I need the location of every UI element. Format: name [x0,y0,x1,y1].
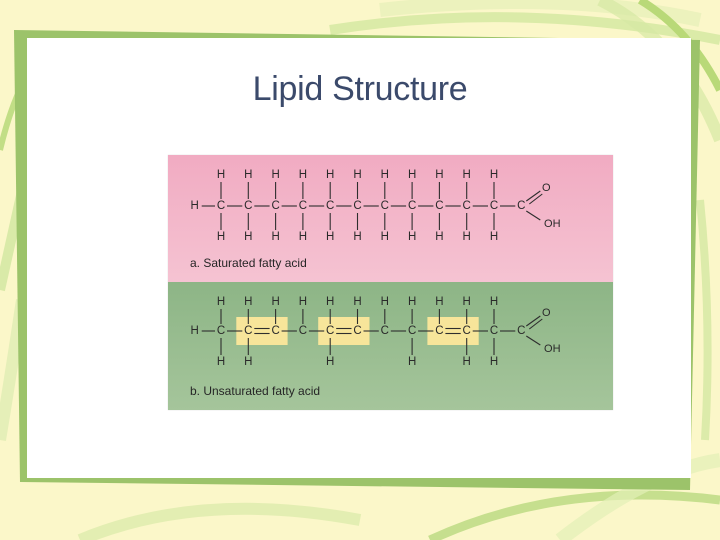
hydrogen-atom: H [353,169,361,181]
carbon-atom: C [353,200,361,212]
carbon-atom: C [408,200,416,212]
carbon-atom: C [271,200,279,212]
hydrogen-atom: H [381,169,389,181]
hydrogen-atom: H [271,169,279,181]
hydrogen-atom: H [490,356,498,368]
hydrogen-atom: H [381,296,389,308]
hydrogen-atom: H [490,296,498,308]
hydrogen-atom: H [271,296,279,308]
carbon-atom: C [326,200,334,212]
carbon-atom: C [299,200,307,212]
hydrogen-atom: H [353,231,361,243]
carbon-atom: C [517,325,525,337]
double-bond [528,193,543,205]
carbon-atom: C [435,325,443,337]
saturated-caption: a. Saturated fatty acid [190,256,307,270]
decor-stroke [696,199,712,441]
unsaturated-caption: b. Unsaturated fatty acid [190,384,320,398]
decor-stroke [428,490,720,540]
double-bond-highlight [318,317,370,345]
hydrogen-atom: H [299,296,307,308]
hydrogen-atom: H [299,169,307,181]
unsaturated-molecule: H C H H C H H C H C H C H H C H C H C H H C H C H H C H H C O OH [191,296,561,368]
carbon-atom: C [463,200,471,212]
hydrogen-atom: H [217,231,225,243]
hydrogen-atom: H [408,356,416,368]
double-bond-highlight [427,317,479,345]
carbon-atom: C [381,200,389,212]
hydrogen-atom: H [463,356,471,368]
double-bond [528,318,543,330]
hydrogen-atom: H [463,231,471,243]
single-bond [526,210,541,221]
hydrogen-atom: H [326,169,334,181]
hydrogen-atom: H [271,231,279,243]
hydrogen-atom: H [353,296,361,308]
hydrogen-atom: H [435,296,443,308]
carbon-atom: C [217,200,225,212]
decor-stroke [77,502,362,540]
hydrogen-atom: H [244,296,252,308]
decor-stroke [637,0,720,92]
carbon-atom: C [490,325,498,337]
hydroxyl-group: OH [544,343,561,355]
hydrogen-atom: H [217,169,225,181]
carbon-atom: C [408,325,416,337]
hydrogen-atom: H [463,296,471,308]
carbon-atom: C [299,325,307,337]
hydrogen-atom: H [217,296,225,308]
hydrogen-atom: H [408,169,416,181]
page-title: Lipid Structure [252,70,468,108]
carbon-atom: C [490,200,498,212]
hydrogen-atom: H [244,231,252,243]
double-bond [525,315,541,327]
carbon-atom: C [244,325,252,337]
carbon-atom: C [353,325,361,337]
hydrogen-atom: H [326,356,334,368]
hydrogen-atom: H [191,325,199,337]
carbon-atom: C [517,200,525,212]
hydrogen-atom: H [326,296,334,308]
carbon-atom: C [244,200,252,212]
decor-stroke [329,12,720,45]
double-bond-highlight [236,317,288,345]
carbon-atom: C [271,325,279,337]
hydrogen-atom: H [435,231,443,243]
hydrogen-atom: H [244,169,252,181]
unsaturated-panel [168,282,613,410]
hydrogen-atom: H [490,231,498,243]
oxygen-atom: O [542,307,551,319]
hydrogen-atom: H [463,169,471,181]
carbon-atom: C [435,200,443,212]
carbon-atom: C [463,325,471,337]
carbon-atom: C [326,325,334,337]
carbon-atom: C [381,325,389,337]
hydroxyl-group: OH [544,218,561,230]
hydrogen-atom: H [326,231,334,243]
double-bond [525,190,541,202]
saturated-molecule: H C H H C H H C H H C H H C H H C H H C H H C H H C H H C H H C H H C O OH [191,169,561,243]
hydrogen-atom: H [381,231,389,243]
hydrogen-atom: H [408,296,416,308]
hydrogen-atom: H [408,231,416,243]
carbon-atom: C [217,325,225,337]
hydrogen-atom: H [217,356,225,368]
single-bond [526,335,541,346]
hydrogen-atom: H [299,231,307,243]
hydrogen-atom: H [191,200,199,212]
hydrogen-atom: H [490,169,498,181]
hydrogen-atom: H [244,356,252,368]
oxygen-atom: O [542,182,551,194]
hydrogen-atom: H [435,169,443,181]
